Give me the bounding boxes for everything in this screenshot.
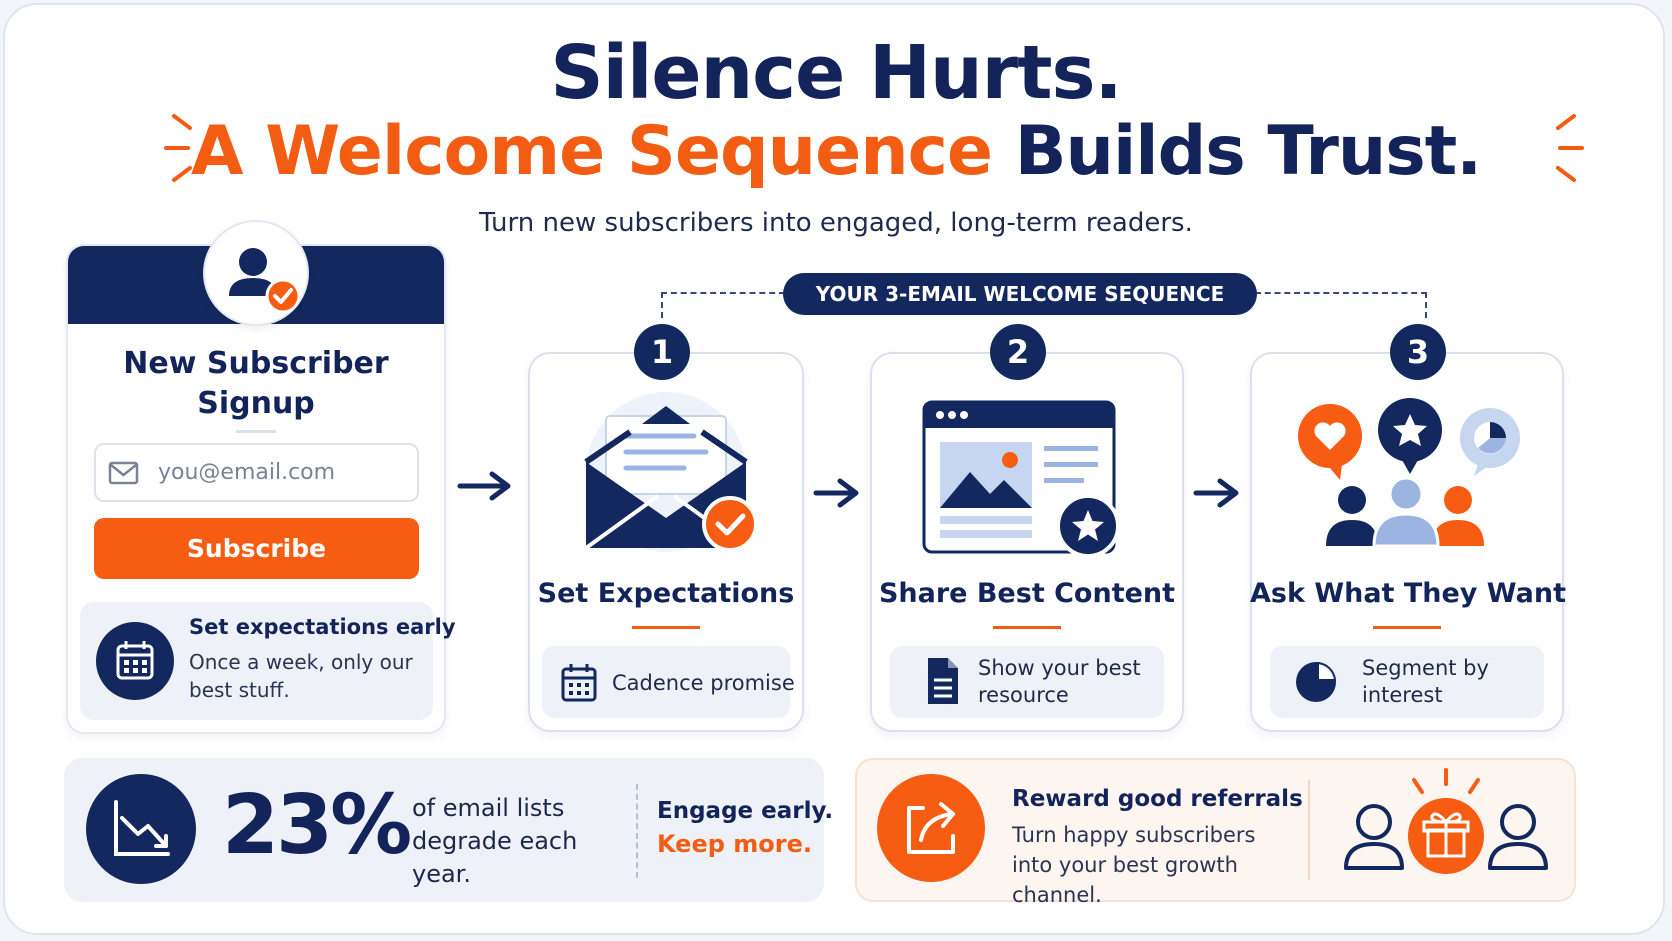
step-number-1: 1 (634, 324, 690, 380)
calendar-badge (96, 622, 174, 700)
envelope-check-icon (584, 392, 758, 552)
step-number-3: 3 (1390, 324, 1446, 380)
step-foot-1 (542, 646, 790, 718)
share-badge (877, 774, 985, 882)
browser-star-icon (922, 400, 1120, 558)
arrow-right-icon (813, 478, 859, 508)
share-icon (907, 802, 955, 854)
step-title-1: Set Expectations (537, 578, 795, 609)
signup-divider (236, 430, 276, 433)
email-input[interactable] (94, 443, 419, 502)
stat-badge (86, 774, 196, 884)
headline-line-1: Silence Hurts. (550, 30, 1122, 116)
note-text: Once a week, only our best stuff. (189, 650, 413, 702)
referral-gift-icon (1344, 768, 1548, 874)
document-icon (928, 658, 958, 704)
user-check-icon (229, 248, 301, 314)
step-foot-text-2: Show your best resource (978, 656, 1141, 707)
pie-chart-icon (1296, 661, 1337, 702)
connector-line (1255, 292, 1427, 294)
mail-icon (108, 461, 139, 485)
signup-title: New Subscriber Signup (123, 346, 389, 421)
step-title-2: Share Best Content (878, 578, 1176, 609)
note-title: Set expectations early (189, 615, 456, 639)
arrow-right-icon (457, 471, 511, 501)
calendar-icon (116, 641, 154, 680)
headline-line-2: A Welcome Sequence Builds Trust. (0, 112, 1672, 191)
headline-navy-text: Builds Trust. (1014, 112, 1482, 191)
referral-divider (1308, 780, 1310, 880)
sequence-banner: YOUR 3-EMAIL WELCOME SEQUENCE (783, 273, 1257, 315)
arrow-right-icon (1193, 478, 1239, 508)
avatar (203, 220, 309, 326)
step-divider (632, 626, 700, 629)
stat-divider (636, 784, 638, 878)
headline-orange-text: A Welcome Sequence (190, 112, 993, 191)
referral-text: Turn happy subscribers into your best gr… (1012, 823, 1256, 907)
step-divider (993, 626, 1061, 629)
engage-line-1: Engage early. (657, 798, 834, 824)
subtitle: Turn new subscribers into engaged, long-… (479, 208, 1193, 238)
engage-line-2: Keep more. (657, 830, 812, 858)
step-number-2: 2 (990, 324, 1046, 380)
step-foot-text-1: Cadence promise (612, 671, 795, 695)
burst-right-icon (1556, 114, 1584, 182)
step-foot-text-3: Segment by interest (1362, 656, 1489, 707)
subscribe-button[interactable]: Subscribe (94, 518, 419, 579)
stat-value: 23% (222, 778, 412, 873)
connector-line (661, 292, 663, 318)
connector-line (1425, 292, 1427, 318)
people-feedback-icon (1298, 398, 1520, 548)
burst-left-icon (164, 114, 192, 182)
connector-line (661, 292, 785, 294)
calendar-icon (561, 664, 597, 702)
trend-down-icon (114, 800, 170, 856)
step-title-3: Ask What They Want (1250, 578, 1566, 609)
step-divider (1373, 626, 1441, 629)
stat-text: of email lists degrade each year. (412, 794, 578, 888)
referral-title: Reward good referrals (1012, 786, 1303, 812)
